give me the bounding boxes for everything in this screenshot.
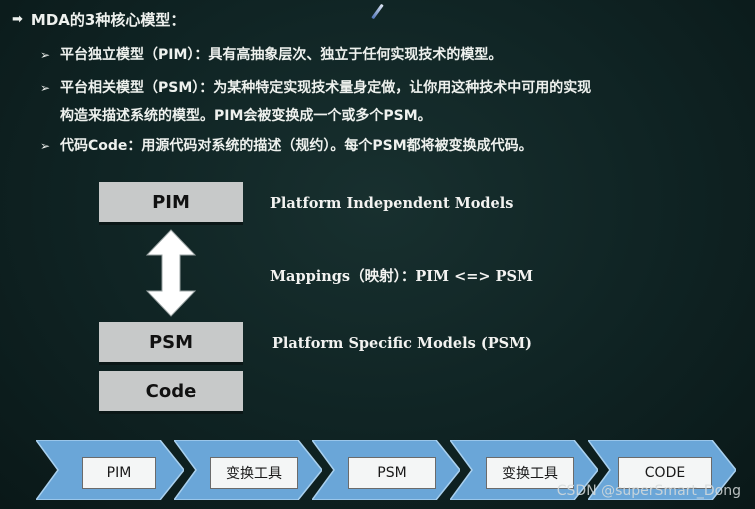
flow-step: CODE [586,439,737,501]
double-arrow-icon [146,229,196,317]
chevron-bullet-icon: ➢ [40,139,51,153]
flow-step: 变换工具 [172,439,323,501]
main-bullet-text: MDA的3种核心模型： [30,11,186,29]
flow-step-label: 变换工具 [486,457,574,489]
transformation-flow: PIM 变换工具 PSM 变换工具 CODE [34,439,737,501]
psm-description: Platform Specific Models (PSM) [272,335,532,352]
pim-bullet: ➢ 平台独立模型（PIM）：具有高抽象层次、独立于任何实现技术的模型。 [40,43,503,67]
chevron-bullet-icon: ➢ [40,81,51,95]
psm-bullet: ➢ 平台相关模型（PSM）：为某种特定实现技术量身定做，让你用这种技术中可用的实… [40,76,592,128]
flow-step: PSM [310,439,461,501]
flow-step-label: 变换工具 [210,457,298,489]
flow-step-label: CODE [618,457,712,489]
flow-step-label: PIM [82,457,156,489]
pim-description: Platform Independent Models [270,195,514,212]
watermark: CSDN @superSmart_Dong [556,483,741,499]
arrow-bullet-icon: ➡ [12,12,23,27]
code-bullet: ➢ 代码Code：用源代码对系统的描述（规约）。每个PSM都将被变换成代码。 [40,134,533,158]
code-bullet-text: 代码Code：用源代码对系统的描述（规约）。每个PSM都将被变换成代码。 [60,138,533,154]
code-box: Code [99,371,243,414]
chevron-bullet-icon: ➢ [40,48,51,62]
flow-step: PIM [34,439,185,501]
pim-box: PIM [99,182,243,225]
pen-cursor-icon [371,3,384,20]
psm-bullet-line1: 平台相关模型（PSM）：为某种特定实现技术量身定做，让你用这种技术中可用的实现 [60,80,592,96]
psm-box: PSM [99,322,243,365]
flow-step: 变换工具 [448,439,599,501]
flow-step-label: PSM [348,457,436,489]
main-bullet: ➡ MDA的3种核心模型： [12,9,185,30]
pim-bullet-text: 平台独立模型（PIM）：具有高抽象层次、独立于任何实现技术的模型。 [60,47,503,63]
mapping-description: Mappings（映射）：PIM <=> PSM [270,268,534,285]
psm-bullet-line2: 构造来描述系统的模型。PIM会被变换成一个或多个PSM。 [60,108,432,124]
